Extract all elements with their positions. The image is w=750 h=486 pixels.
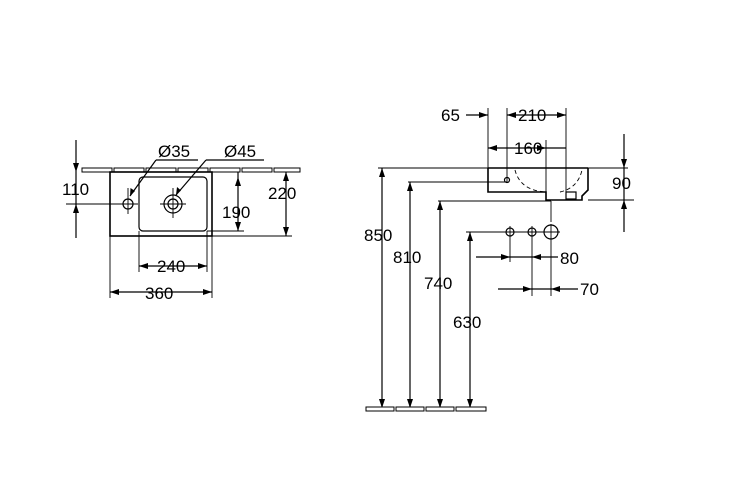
floor [365, 406, 487, 412]
tap-hole [118, 188, 138, 214]
dim-210-label: 210 [518, 106, 546, 125]
waste-hole [160, 188, 186, 218]
dim-630-label: 630 [453, 313, 481, 332]
plan-view: Ø35 Ø45 110 190 [62, 140, 301, 303]
dim-80-label: 80 [560, 249, 579, 268]
dim-850 [379, 168, 385, 408]
dim-850-label: 850 [364, 226, 392, 245]
dim-90-label: 90 [612, 174, 631, 193]
connection-symbols [466, 201, 560, 240]
dim-90 [588, 134, 634, 232]
dim-240 [138, 231, 208, 272]
dim-810 [407, 182, 413, 408]
dim-220-label: 220 [268, 184, 296, 203]
dim-210 [507, 108, 567, 192]
bowl-outline [138, 176, 208, 232]
plan-wall [81, 167, 301, 173]
dim-65 [466, 108, 516, 182]
dia45-label: Ø45 [224, 142, 256, 161]
dia35-label: Ø35 [158, 142, 190, 161]
dim-110-label: 110 [62, 180, 89, 199]
dim-80 [476, 238, 558, 296]
dim-65-label: 65 [441, 106, 460, 125]
dim-740-label: 740 [424, 274, 452, 293]
dim-360 [109, 236, 213, 298]
dim-190 [207, 172, 244, 232]
dim-740 [437, 201, 443, 408]
dim-240-label: 240 [157, 257, 185, 276]
dim-360-label: 360 [145, 284, 173, 303]
dim-220 [212, 172, 292, 237]
dim-110 [66, 140, 124, 238]
dim-630 [467, 232, 473, 408]
dia45-leader [175, 159, 264, 196]
dim-810-label: 810 [393, 248, 421, 267]
dim-160 [488, 140, 566, 192]
dim-70 [498, 240, 578, 296]
side-basin [487, 167, 589, 201]
dim-160-label: 160 [514, 139, 542, 158]
dim-190-label: 190 [222, 203, 250, 222]
side-view: 65 210 160 90 [364, 106, 634, 412]
dia35-leader [129, 159, 198, 197]
dim-70-label: 70 [580, 280, 599, 299]
